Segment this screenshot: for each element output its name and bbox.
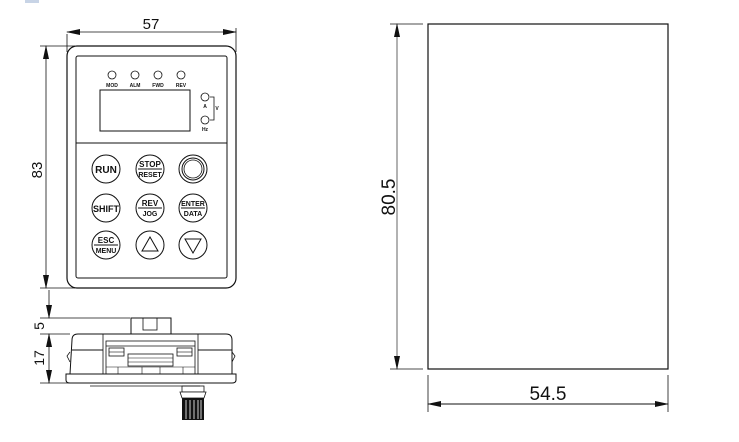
unit-label-a: A [203, 104, 207, 110]
led-alm-icon [130, 70, 140, 80]
led-label-rev: REV [176, 83, 187, 89]
front-view [40, 28, 237, 289]
down-arrow-icon [184, 238, 202, 255]
led-rev-icon [176, 70, 186, 80]
reset-label: RESET [138, 172, 162, 179]
panel-cutout-rectangle [427, 23, 669, 370]
led-hz-icon [200, 115, 210, 125]
side-depth-dimension: 17 [31, 350, 47, 366]
unit-label-hz: Hz [202, 127, 209, 133]
unit-label-v: V [215, 106, 219, 112]
esc-label: ESC [98, 236, 115, 245]
shift-button[interactable] [91, 193, 121, 223]
unit-bracket [210, 96, 215, 121]
cutout-width-dimension: 54.5 [530, 384, 567, 405]
keypad-inner-panel [75, 55, 228, 279]
front-height-dimension: 83 [29, 162, 46, 179]
keypad-outer-frame [66, 45, 237, 289]
led-mod-icon [107, 70, 117, 80]
led-label-alm: ALM [130, 83, 141, 89]
shift-label: SHIFT [93, 204, 120, 214]
front-width-dimension: 57 [143, 16, 160, 33]
rev-label: REV [142, 199, 159, 208]
up-button[interactable] [135, 230, 165, 260]
stop-reset-button[interactable] [135, 154, 165, 184]
led-label-fwd: FWD [152, 83, 164, 89]
down-button[interactable] [178, 230, 208, 260]
led-label-mod: MOD [106, 83, 118, 89]
potentiometer-shaft-icon [179, 391, 207, 420]
cutout-height-dimension: 80.5 [379, 179, 400, 216]
side-view [40, 290, 237, 393]
led-a-icon [200, 92, 210, 102]
run-label: RUN [95, 165, 117, 176]
corner-mark [25, 0, 39, 3]
menu-label: MENU [96, 248, 117, 255]
enter-label: ENTER [181, 201, 205, 208]
jog-label: JOG [143, 211, 158, 218]
side-offset-dimension: 5 [31, 322, 47, 330]
potentiometer-knob[interactable] [178, 154, 208, 184]
run-button[interactable] [91, 154, 121, 184]
rev-jog-button[interactable] [135, 193, 165, 223]
data-label: DATA [184, 211, 202, 218]
up-arrow-icon [141, 235, 159, 252]
display-window [99, 89, 191, 132]
enter-data-button[interactable] [178, 193, 208, 223]
cutout-view [390, 23, 669, 412]
led-fwd-icon [153, 70, 163, 80]
stop-label: STOP [139, 160, 161, 169]
esc-menu-button[interactable] [91, 230, 121, 260]
